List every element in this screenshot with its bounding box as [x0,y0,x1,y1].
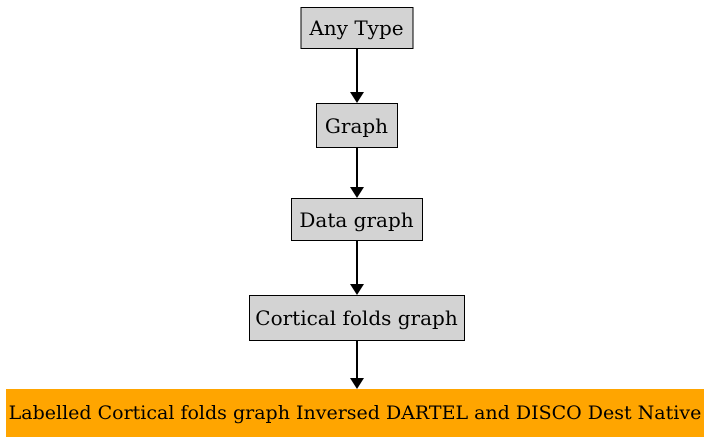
node-label: Data graph [299,207,414,232]
edge-line-graph-to-data-graph [356,148,358,188]
node-cortical-folds-graph: Cortical folds graph [248,295,465,341]
arrowhead-down-icon [350,284,364,295]
arrowhead-down-icon [350,187,364,198]
node-label: Cortical folds graph [255,306,458,330]
node-data-graph: Data graph [290,198,423,241]
node-labelled-cortical-folds-graph-highlighted: Labelled Cortical folds graph Inversed D… [6,389,704,437]
edge-line-cortical-folds-graph-to-labelled [356,341,358,379]
node-label: Labelled Cortical folds graph Inversed D… [8,402,702,424]
node-any-type: Any Type [300,7,413,49]
arrowhead-down-icon [350,92,364,103]
node-graph: Graph [315,103,398,148]
edge-line-any-type-to-graph [356,49,358,93]
arrowhead-down-icon [350,378,364,389]
node-label: Any Type [309,16,404,40]
node-label: Graph [324,113,389,138]
edge-line-data-graph-to-cortical-folds-graph [356,241,358,285]
